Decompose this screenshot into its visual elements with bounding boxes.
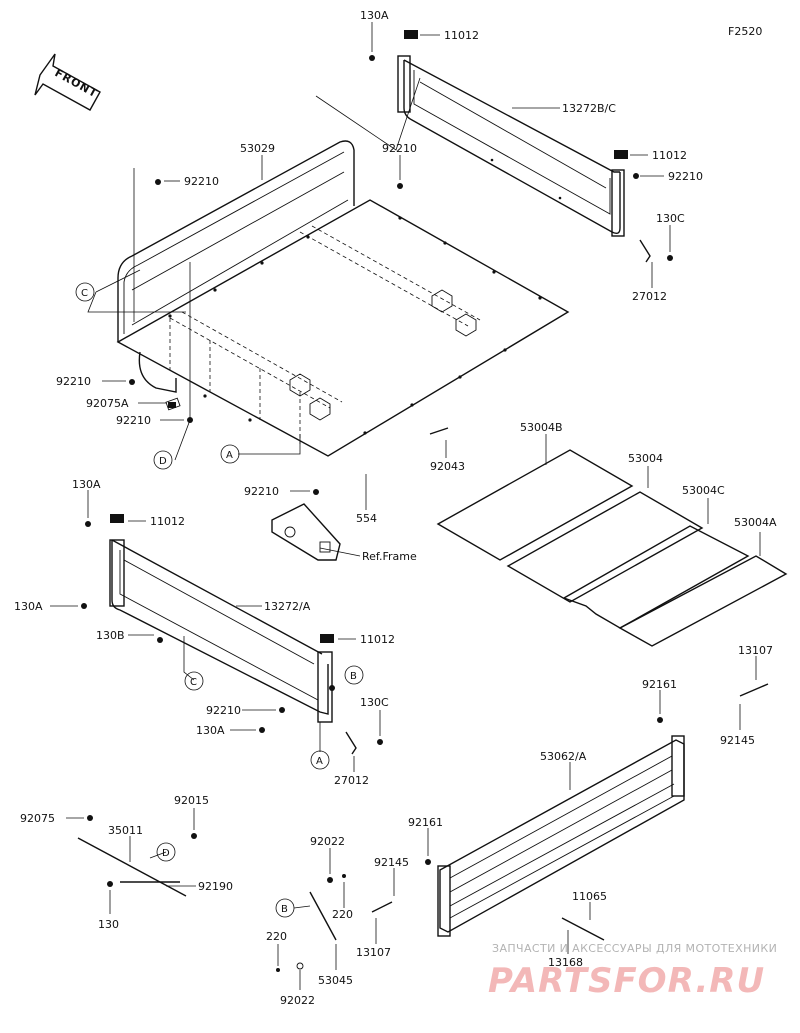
- label-92190: 92190: [198, 880, 233, 893]
- label-92075a: 92075A: [86, 397, 129, 410]
- label-53029: 53029: [240, 142, 275, 155]
- label-130: 130: [98, 918, 119, 931]
- label-220-low: 220: [266, 930, 287, 943]
- label-13107-top: 13107: [738, 644, 773, 657]
- label-92210-a: 92210: [184, 175, 219, 188]
- callout-c-low: C: [184, 671, 204, 691]
- diagram-code: F2520: [728, 25, 762, 38]
- label-ref-frame: Ref.Frame: [362, 550, 417, 563]
- tailgate-53062a: [437, 735, 685, 937]
- label-130a-mid: 130A: [72, 478, 101, 491]
- svg-text:A: A: [226, 450, 233, 461]
- label-11012-mid: 11012: [150, 515, 185, 528]
- label-11012-top: 11012: [444, 29, 479, 42]
- svg-text:B: B: [281, 904, 288, 915]
- label-92075: 92075: [20, 812, 55, 825]
- callout-a-low: A: [310, 750, 330, 770]
- leader-lines: [50, 22, 761, 990]
- svg-text:D: D: [159, 456, 167, 467]
- label-92022-low: 92022: [280, 994, 315, 1007]
- label-92161-low: 92161: [408, 816, 443, 829]
- svg-text:B: B: [350, 671, 357, 682]
- label-13107-low: 13107: [356, 946, 391, 959]
- label-27012-low: 27012: [334, 774, 369, 787]
- label-53045: 53045: [318, 974, 353, 987]
- watermark: ЗАПЧАСТИ И АКСЕССУАРЫ ДЛЯ МОТОТЕХНИКИ PA…: [488, 942, 777, 1001]
- label-53062a: 53062/A: [540, 750, 587, 763]
- label-53004c: 53004C: [682, 484, 725, 497]
- label-220-top: 220: [332, 908, 353, 921]
- label-92145-low: 92145: [374, 856, 409, 869]
- side-panel-13272bc: [397, 55, 625, 237]
- label-92210-b: 92210: [382, 142, 417, 155]
- label-92145-top: 92145: [720, 734, 755, 747]
- label-13272a: 13272/A: [264, 600, 311, 613]
- floor-mats: [436, 449, 788, 647]
- label-13168: 13168: [548, 956, 583, 969]
- label-130b: 130B: [96, 629, 125, 642]
- label-130a-top: 130A: [360, 9, 389, 22]
- svg-text:D: D: [162, 848, 170, 859]
- watermark-subtitle: ЗАПЧАСТИ И АКСЕССУАРЫ ДЛЯ МОТОТЕХНИКИ: [492, 942, 777, 955]
- callout-b-mid: B: [344, 665, 364, 685]
- label-35011: 35011: [108, 824, 143, 837]
- watermark-brand: PARTSFOR.RU: [488, 961, 765, 1001]
- floor-rivets: [168, 216, 542, 435]
- callout-d-low: D: [156, 842, 176, 862]
- label-92210-g: 92210: [206, 704, 241, 717]
- label-92210-d: 92210: [56, 375, 91, 388]
- label-554: 554: [356, 512, 377, 525]
- label-53004b: 53004B: [520, 421, 563, 434]
- cargo-bed-53029: [116, 140, 570, 457]
- label-130c-low: 130C: [360, 696, 389, 709]
- label-130a-low: 130A: [196, 724, 225, 737]
- label-11012-right: 11012: [652, 149, 687, 162]
- ref-frame-bracket: [271, 503, 341, 561]
- label-53004a: 53004A: [734, 516, 777, 529]
- hardware: [81, 30, 673, 755]
- label-92210-f: 92210: [244, 485, 279, 498]
- callout-a-top: A: [220, 444, 240, 464]
- pins-and-rods: [77, 427, 769, 972]
- part-labels: 130A 11012 13272B/C 53029 92210 92210 11…: [14, 9, 777, 1007]
- callout-c-top: C: [75, 282, 95, 302]
- label-13272bc: 13272B/C: [562, 102, 616, 115]
- callouts: C D A C B A D B: [75, 282, 364, 918]
- label-130a-left: 130A: [14, 600, 43, 613]
- label-92015: 92015: [174, 794, 209, 807]
- svg-text:A: A: [316, 756, 323, 767]
- label-53004: 53004: [628, 452, 663, 465]
- label-92210-e: 92210: [116, 414, 151, 427]
- label-11065: 11065: [572, 890, 607, 903]
- callout-d-top: D: [153, 450, 173, 470]
- callout-b-low: B: [275, 898, 295, 918]
- label-92043: 92043: [430, 460, 465, 473]
- svg-text:C: C: [190, 677, 197, 688]
- label-92022-top: 92022: [310, 835, 345, 848]
- label-92161-top: 92161: [642, 678, 677, 691]
- label-11012-low: 11012: [360, 633, 395, 646]
- label-130c-top: 130C: [656, 212, 685, 225]
- label-27012-top: 27012: [632, 290, 667, 303]
- label-92210-c: 92210: [668, 170, 703, 183]
- front-arrow-icon: FRONT: [34, 53, 101, 111]
- svg-text:C: C: [81, 288, 88, 299]
- side-panel-13272a: [109, 539, 333, 723]
